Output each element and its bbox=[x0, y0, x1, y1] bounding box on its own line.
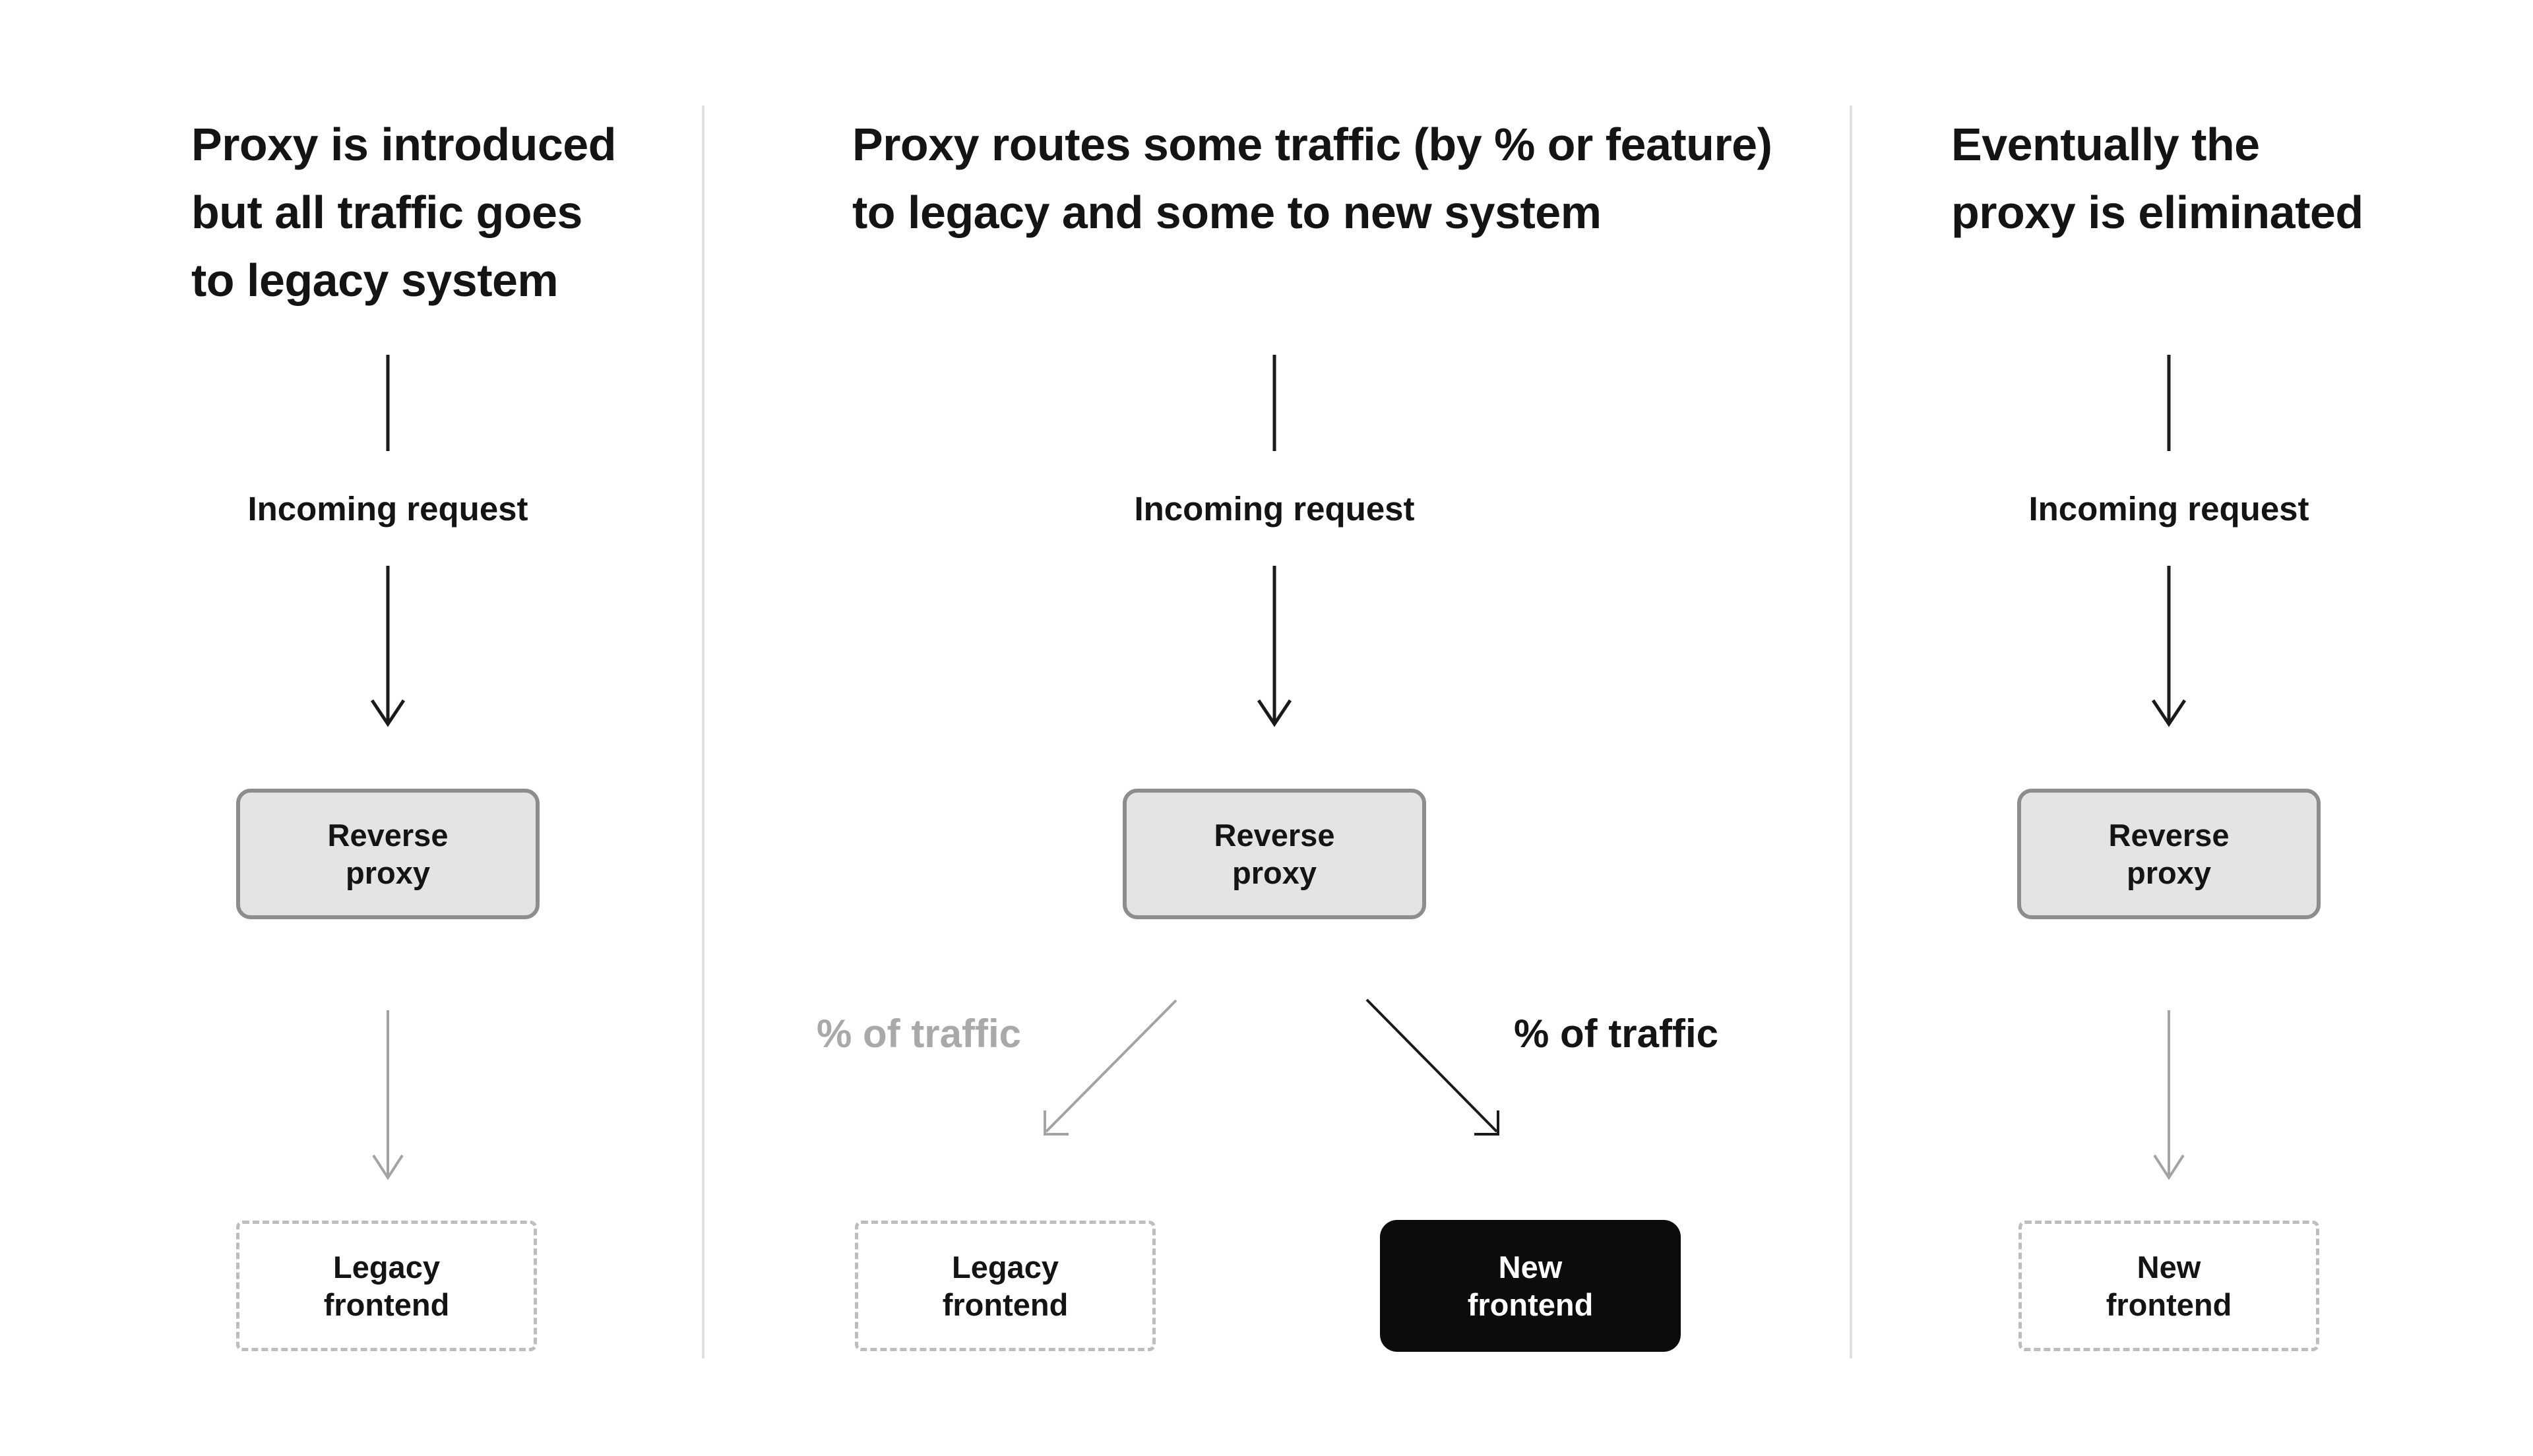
stage1-title-line: to legacy system bbox=[191, 255, 559, 306]
stage1-title-line: but all traffic goes bbox=[191, 187, 582, 238]
stage3-new-frontend-box: New frontend bbox=[2018, 1221, 2319, 1351]
panel-divider-left bbox=[702, 106, 704, 1358]
stage1-legacy-frontend-box: Legacy frontend bbox=[236, 1221, 537, 1351]
stage2-incoming-request-label: Incoming request bbox=[1134, 490, 1415, 528]
stage1-reverse-proxy-box: Reverse proxy bbox=[236, 789, 540, 919]
stage2-new-frontend-label: New frontend bbox=[1467, 1250, 1594, 1322]
stage1-incoming-request-label: Incoming request bbox=[247, 490, 528, 528]
incoming-request-arrow-stage3 bbox=[2151, 566, 2187, 727]
traffic-arrow-to-legacy bbox=[1044, 999, 1177, 1136]
stage2-legacy-frontend-label: Legacy frontend bbox=[942, 1250, 1069, 1322]
stage2-title-line: Proxy routes some traffic (by % or featu… bbox=[852, 119, 1772, 170]
stage3-title-line: Eventually the bbox=[1951, 119, 2260, 170]
proxy-to-legacy-arrow-stage1 bbox=[372, 1010, 404, 1180]
incoming-request-arrow-stage1 bbox=[370, 566, 406, 727]
stage1-title: Proxy is introduced but all traffic goes… bbox=[191, 111, 616, 315]
stage3-new-frontend-label: New frontend bbox=[2106, 1250, 2232, 1322]
stage3-title: Eventually the proxy is eliminated bbox=[1951, 111, 2363, 247]
percent-traffic-label-new: % of traffic bbox=[1514, 1012, 1719, 1056]
stage3-title-line: proxy is eliminated bbox=[1951, 187, 2363, 238]
stage2-reverse-proxy-box: Reverse proxy bbox=[1123, 789, 1426, 919]
percent-traffic-label-legacy: % of traffic bbox=[817, 1012, 1022, 1056]
stage1-reverse-proxy-label: Reverse proxy bbox=[327, 818, 449, 890]
stage1-legacy-frontend-label: Legacy frontend bbox=[323, 1250, 450, 1322]
stage2-title: Proxy routes some traffic (by % or featu… bbox=[852, 111, 1772, 247]
stage3-reverse-proxy-label: Reverse proxy bbox=[2108, 818, 2230, 890]
proxy-to-new-arrow-stage3 bbox=[2153, 1010, 2185, 1180]
stage2-legacy-frontend-box: Legacy frontend bbox=[855, 1221, 1156, 1351]
stage2-title-line: to legacy and some to new system bbox=[852, 187, 1602, 238]
traffic-arrow-to-new bbox=[1365, 998, 1499, 1136]
stage3-incoming-request-label: Incoming request bbox=[2028, 490, 2309, 528]
panel-divider-right bbox=[1850, 106, 1852, 1358]
stage1-title-line: Proxy is introduced bbox=[191, 119, 616, 170]
incoming-request-arrow-stage2 bbox=[1257, 566, 1292, 727]
stage2-reverse-proxy-label: Reverse proxy bbox=[1214, 818, 1335, 890]
stage2-new-frontend-box: New frontend bbox=[1380, 1220, 1681, 1352]
stage3-reverse-proxy-box: Reverse proxy bbox=[2017, 789, 2321, 919]
